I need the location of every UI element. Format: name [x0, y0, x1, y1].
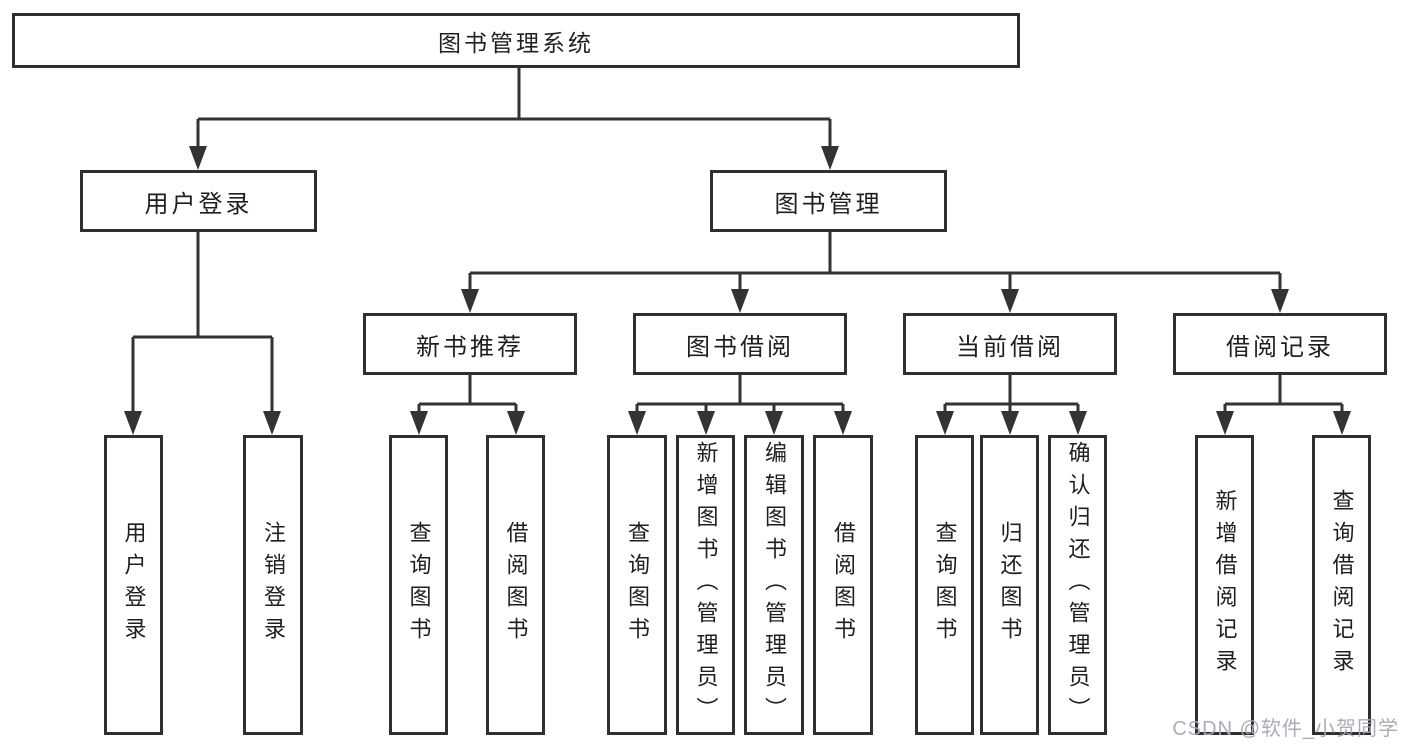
node-label: 图书借阅 — [686, 333, 794, 361]
node-label: 借阅图书 — [831, 521, 856, 649]
leaf-user-login: 用户登录 — [104, 435, 163, 735]
node-label: 新增图书（管理员） — [693, 441, 719, 729]
node-label: 注销登录 — [261, 521, 286, 649]
leaf-query-books-current: 查询图书 — [915, 435, 974, 735]
node-label: 图书管理系统 — [438, 29, 594, 56]
leaf-query-books-recommend: 查询图书 — [389, 435, 448, 735]
node-user-login: 用户登录 — [80, 170, 317, 232]
node-label: 确认归还（管理员） — [1065, 441, 1091, 729]
node-label: 编辑图书（管理员） — [762, 441, 787, 729]
leaf-query-borrow-record: 查询借阅记录 — [1312, 435, 1371, 735]
node-library-management-system: 图书管理系统 — [12, 13, 1020, 68]
node-label: 查询图书 — [625, 521, 650, 649]
leaf-logout: 注销登录 — [243, 435, 303, 735]
node-label: 借阅记录 — [1226, 333, 1334, 361]
node-label: 当前借阅 — [956, 333, 1064, 361]
leaf-confirm-return-admin: 确认归还（管理员） — [1048, 435, 1107, 735]
node-label: 归还图书 — [997, 521, 1023, 649]
leaf-add-books-admin: 新增图书（管理员） — [676, 435, 735, 735]
node-label: 用户登录 — [121, 521, 147, 649]
node-label: 查询图书 — [932, 521, 958, 649]
node-borrowing-records: 借阅记录 — [1173, 313, 1387, 375]
node-label: 查询图书 — [406, 521, 432, 649]
leaf-borrow-books: 借阅图书 — [813, 435, 873, 735]
leaf-add-borrow-record: 新增借阅记录 — [1195, 435, 1254, 735]
node-label: 借阅图书 — [503, 521, 529, 649]
leaf-query-books-borrowing: 查询图书 — [607, 435, 667, 735]
node-current-borrowing: 当前借阅 — [903, 313, 1117, 375]
leaf-edit-books-admin: 编辑图书（管理员） — [744, 435, 804, 735]
leaf-borrow-books-recommend: 借阅图书 — [486, 435, 545, 735]
node-label: 图书管理 — [774, 190, 883, 218]
arrowhead-icon — [124, 146, 1351, 435]
leaf-return-books: 归还图书 — [980, 435, 1039, 735]
node-label: 查询借阅记录 — [1329, 489, 1355, 681]
node-book-management: 图书管理 — [710, 170, 947, 232]
node-label: 新增借阅记录 — [1212, 489, 1238, 681]
node-new-book-recommendation: 新书推荐 — [363, 313, 577, 375]
node-book-borrowing: 图书借阅 — [633, 313, 847, 375]
node-label: 用户登录 — [144, 190, 253, 218]
csdn-watermark: CSDN @软件_小贺同学 — [1172, 718, 1399, 740]
node-label: 新书推荐 — [416, 333, 524, 361]
